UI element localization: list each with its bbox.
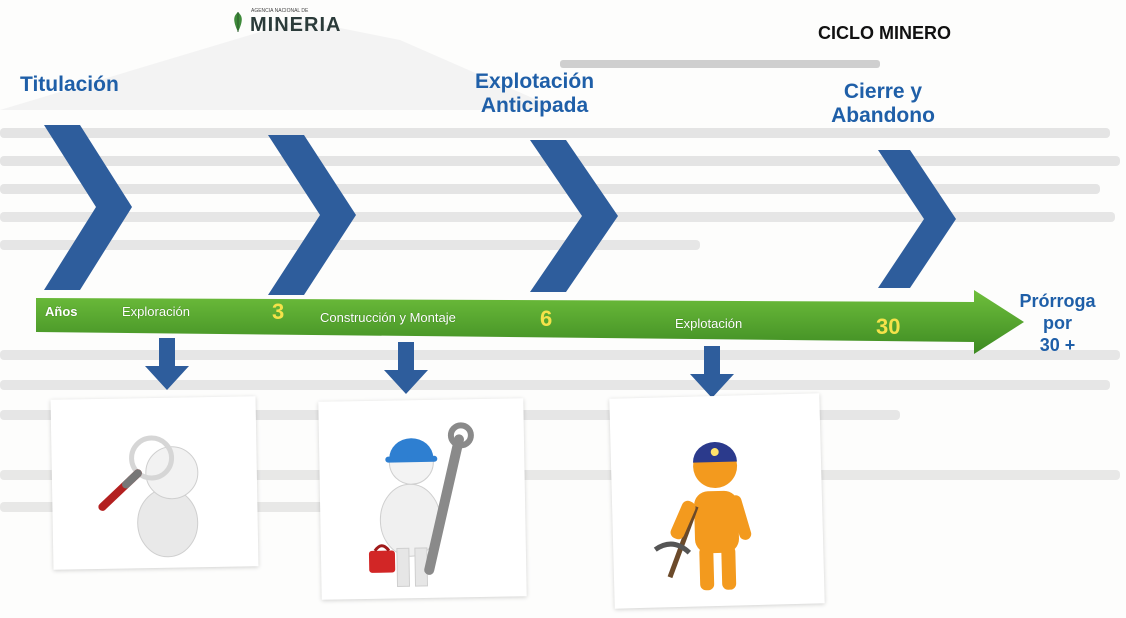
miner-pickaxe-icon	[653, 442, 752, 591]
exploitation-image-card	[609, 393, 825, 609]
magnifier-figure-icon	[98, 435, 199, 558]
extension-label: Prórroga por 30 +	[1019, 291, 1096, 355]
logo-icon	[234, 12, 242, 32]
phase-label-exploracion: Exploración	[122, 304, 190, 319]
chevron-icon-4	[878, 150, 956, 288]
year-marker-30: 30	[876, 314, 901, 339]
stage-label-titulacion: Titulación	[20, 73, 119, 96]
timeline-start-label: Años	[45, 304, 78, 319]
exploration-image-card	[50, 396, 259, 570]
year-marker-3: 3	[272, 299, 285, 324]
down-arrow-icon-2	[384, 342, 428, 394]
stage-label-explotacion-anticipada: Explotación Anticipada	[475, 70, 595, 117]
logo-brand: MINERIA	[250, 14, 342, 36]
phase-label-explotacion: Explotación	[675, 316, 743, 331]
timeline-arrow	[36, 290, 1024, 354]
chevron-icon-3	[530, 140, 618, 292]
construction-image-card	[318, 398, 527, 600]
year-marker-6: 6	[540, 306, 553, 331]
chevron-icon-1	[44, 125, 132, 290]
down-arrow-icon-1	[145, 338, 189, 390]
worker-wrench-icon	[368, 422, 474, 587]
chevron-icon-2	[268, 135, 356, 295]
down-arrow-icon-3	[690, 346, 734, 398]
phase-label-construccion: Construcción y Montaje	[320, 310, 456, 325]
cycle-title: CICLO MINERO	[818, 23, 951, 43]
stage-label-cierre-abandono: Cierre y Abandono	[831, 80, 935, 127]
logo-tagline: AGENCIA NACIONAL DE	[251, 8, 309, 14]
